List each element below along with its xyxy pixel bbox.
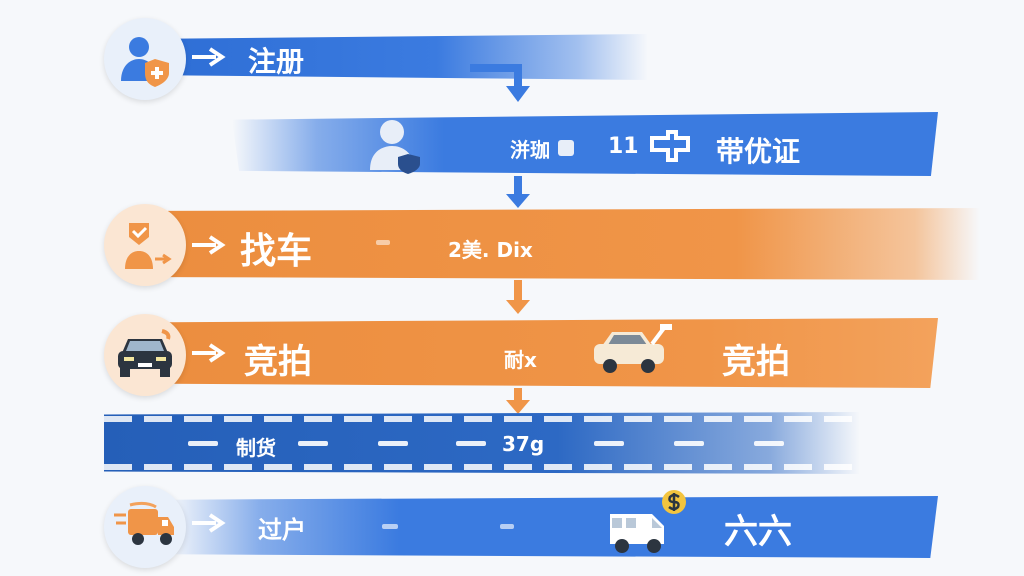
- road-lane-dash: [674, 441, 704, 446]
- transfer-divider: [382, 524, 398, 529]
- auction-icon-circle: [104, 314, 186, 396]
- auction-band: [168, 318, 938, 388]
- headset-icon: [558, 140, 574, 156]
- transfer-label: 过户: [258, 516, 306, 544]
- find-car-note: 2美. Dix: [448, 238, 533, 262]
- auction-label-right: 竞拍: [722, 342, 790, 382]
- user-shield-icon: [121, 37, 169, 87]
- down-arrow-icon: [506, 86, 530, 102]
- transfer-label-right: 六六: [724, 512, 792, 552]
- road-band: [104, 412, 860, 474]
- find-car-icon-circle: [104, 204, 186, 286]
- find-car-divider: [376, 240, 390, 245]
- transfer-band: [168, 496, 938, 558]
- certify-label: 带优证: [716, 135, 801, 168]
- road-lane-dash: [754, 441, 784, 446]
- register-arrow-icon: [192, 47, 226, 67]
- flow-connector-3: [514, 280, 522, 304]
- transfer-icon-circle: [104, 486, 186, 568]
- certify-text-a: 洴珈: [510, 138, 550, 162]
- road-lane-dash: [456, 441, 486, 446]
- person-checkmark-icon: [125, 223, 172, 269]
- find-car-band: [168, 208, 980, 280]
- delivery-truck-icon: [114, 501, 174, 545]
- certify-text-b: 11: [608, 134, 639, 159]
- register-icon-circle: [104, 18, 186, 100]
- user-shield-icon: [370, 120, 420, 174]
- flow-connector-1-down: [514, 64, 522, 90]
- road-label: 制货: [236, 436, 276, 460]
- small-car-icon: [594, 324, 672, 373]
- road-note: 37g: [502, 432, 545, 456]
- road-lane-dash: [298, 441, 328, 446]
- register-label: 注册: [248, 45, 305, 78]
- register-band: [178, 34, 648, 80]
- find-car-label: 找车: [240, 231, 313, 272]
- down-arrow-icon: [506, 400, 530, 414]
- flow-connector-2: [514, 176, 522, 198]
- transfer-arrow-icon: [192, 513, 226, 533]
- down-arrow-icon: [506, 300, 530, 314]
- puzzle-icon: [650, 130, 690, 162]
- flow-connector-1: [470, 64, 522, 72]
- flow-connector-4: [514, 388, 522, 404]
- car-icon: [118, 329, 172, 377]
- van-dollar-icon: [610, 490, 686, 553]
- road-lane-dash: [188, 441, 218, 446]
- find-car-arrow-icon: [192, 235, 226, 255]
- auction-label: 竞拍: [244, 342, 312, 382]
- transfer-divider: [500, 524, 514, 529]
- auction-note: 耐x: [504, 348, 537, 372]
- down-arrow-icon: [506, 194, 530, 208]
- road-lane-dash: [594, 441, 624, 446]
- auction-arrow-icon: [192, 343, 226, 363]
- certify-band: [232, 112, 938, 176]
- road-lane-dash: [378, 441, 408, 446]
